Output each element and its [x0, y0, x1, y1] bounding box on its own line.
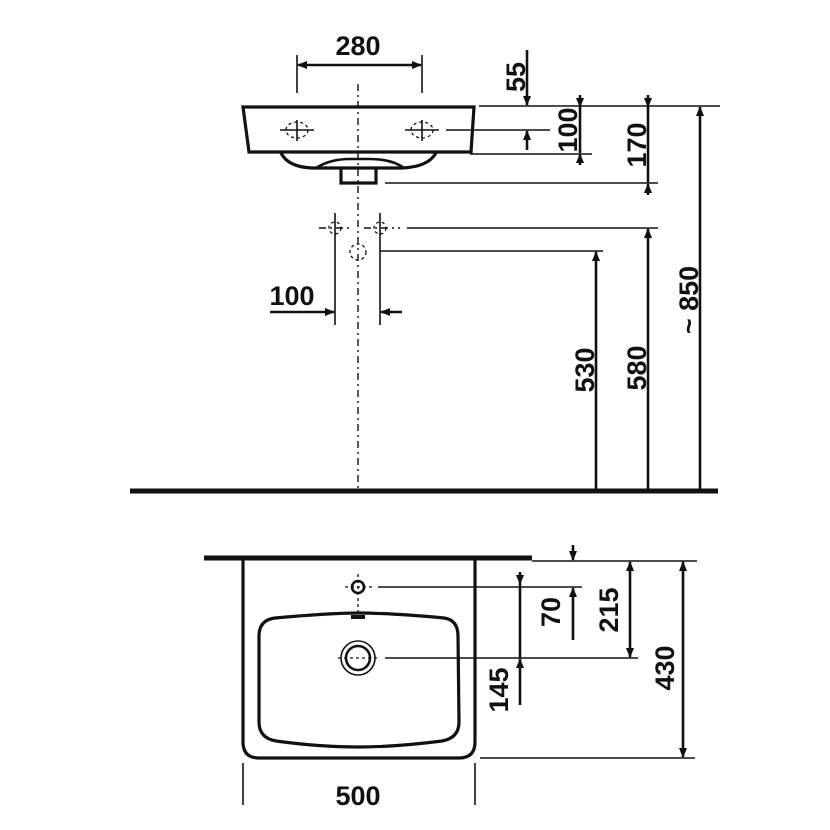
dim-label-overall-height: 170 [622, 122, 652, 167]
dim-label-width: 500 [335, 781, 380, 811]
dim-label-drain-to-front: 145 [484, 667, 514, 712]
drain-outlet [339, 168, 378, 185]
tap-hole-left [280, 120, 314, 141]
top-view: 70 215 145 430 500 [204, 545, 697, 811]
supply-connection-right [364, 213, 400, 325]
dim-label-overflow-offset: 70 [536, 597, 566, 627]
dim-label-basin-height: 100 [553, 107, 583, 152]
overflow-slot [351, 615, 365, 619]
dim-label-supply-spacing: 100 [269, 281, 314, 311]
basin-bowl-inner [315, 157, 405, 170]
dim-label-rim-height: ~ 850 [674, 266, 704, 334]
inner-bowl [257, 611, 461, 749]
basin-rim-profile [241, 105, 476, 154]
dim-label-drain-height: 530 [570, 347, 600, 392]
basin-bowl-profile [279, 152, 438, 170]
supply-connection-left [319, 213, 351, 325]
drain-connection [349, 243, 367, 261]
dim-label-tap-hole-depth: 55 [501, 62, 531, 92]
dim-label-depth: 430 [650, 645, 680, 690]
dim-label-drain-offset: 215 [594, 587, 624, 632]
tap-hole-right [405, 120, 439, 141]
dim-label-tap-spacing: 280 [335, 31, 380, 61]
basin-outline [241, 560, 477, 760]
dim-label-supply-height: 580 [622, 345, 652, 390]
side-view: 280 55 100 [130, 31, 720, 494]
